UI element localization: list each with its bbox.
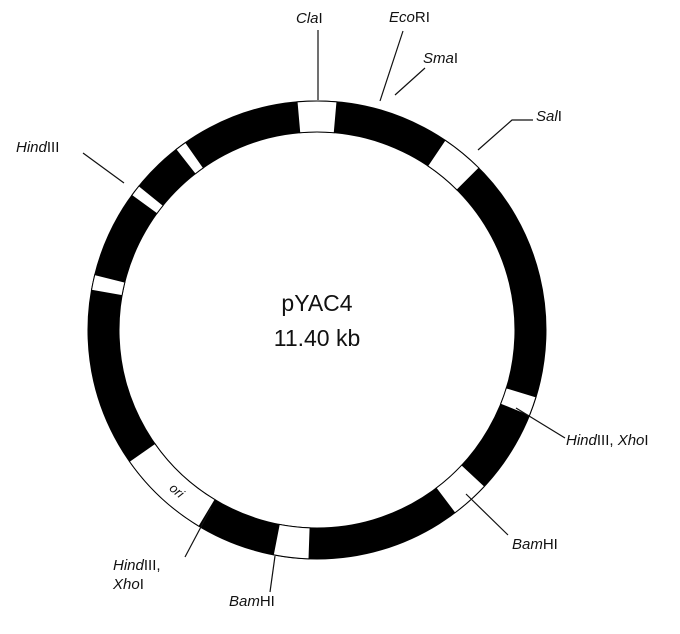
site-label-part: HI — [543, 536, 558, 553]
bamhi-bottom-leader — [269, 555, 276, 593]
site-label-part: III — [47, 139, 60, 156]
ring-gap-hindiii-left-2 — [131, 185, 164, 215]
site-label-part: Bam — [229, 593, 260, 610]
smai-leader — [394, 67, 426, 96]
site-label-part: I — [454, 50, 458, 67]
site-label-part: Bam — [512, 536, 543, 553]
ring-black-band — [87, 100, 547, 560]
site-label-part: III, — [144, 557, 161, 574]
site-label-part: I — [140, 576, 144, 593]
site-label-sali: SalI — [536, 108, 562, 125]
site-label-smai: SmaI — [423, 50, 458, 67]
site-label-clai: ClaI — [296, 10, 323, 27]
ring-gap-sali — [427, 139, 480, 191]
site-label-part: Sal — [536, 108, 558, 125]
site-label-part: I — [319, 10, 323, 27]
hindiii-left-leader — [82, 152, 125, 184]
ring-gap-clai — [296, 100, 338, 134]
plasmid-ring — [87, 100, 547, 560]
site-label-part: III, — [597, 432, 618, 449]
site-label-bamhi-bottom: BamHI — [229, 593, 275, 610]
ring-gap-ori — [128, 442, 216, 527]
site-leader-lines — [82, 30, 566, 593]
ring-gap-hindiii-left-3 — [175, 141, 205, 175]
site-label-part: Cla — [296, 10, 319, 27]
site-label-part: Hind — [566, 432, 598, 449]
site-label-part: Hind — [113, 557, 145, 574]
site-label-part: RI — [415, 9, 430, 26]
plasmid-size: 11.40 kb — [274, 325, 361, 351]
plasmid-name: pYAC4 — [281, 290, 352, 316]
hindiii-xhoi-left-leader — [184, 507, 212, 558]
ecori-leader — [379, 30, 404, 102]
site-label-ecori: EcoRI — [389, 9, 430, 26]
bamhi-right-leader — [465, 493, 509, 536]
site-label-part: Hind — [16, 139, 48, 156]
site-label-part: Eco — [389, 9, 415, 26]
site-label-hindiii-xhoi-left-1: HindIII, — [113, 557, 161, 574]
site-label-bamhi-right: BamHI — [512, 536, 558, 553]
site-label-part: HI — [260, 593, 275, 610]
site-label-hindiii-xhoi-left-2: XhoI — [112, 576, 144, 593]
site-label-part: Sma — [423, 50, 454, 67]
site-label-part: I — [644, 432, 648, 449]
hindiii-xhoi-right-leader — [515, 407, 566, 439]
site-label-part: Xho — [617, 432, 645, 449]
site-label-part: Xho — [112, 576, 140, 593]
ring-gap-hindiii-left-1 — [90, 273, 126, 297]
site-label-hindiii-left: HindIII — [16, 139, 59, 156]
site-label-hindiii-xhoi-right: HindIII, XhoI — [566, 432, 649, 449]
ring-gap-bamhi-right — [435, 464, 486, 514]
ring-gap-hindiii-xhoi — [499, 387, 537, 417]
site-label-part: I — [558, 108, 562, 125]
sali-leader — [477, 119, 533, 151]
ring-gap-bamhi-bottom — [272, 523, 311, 560]
